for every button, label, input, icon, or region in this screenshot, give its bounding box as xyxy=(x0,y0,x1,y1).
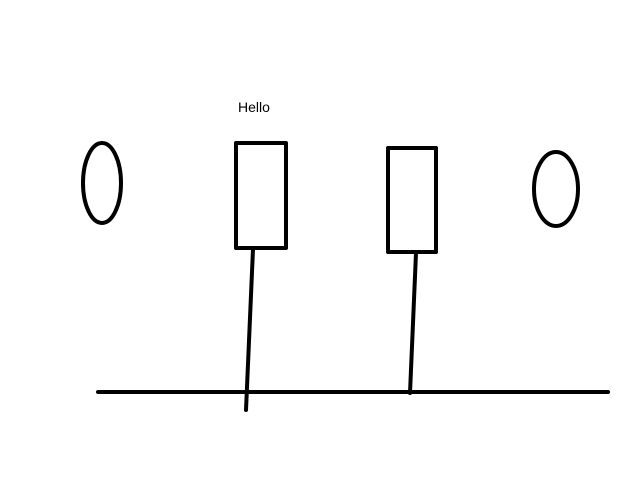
right-support-line xyxy=(408,251,418,395)
hello-label: Hello xyxy=(238,99,270,115)
right-rectangle xyxy=(386,146,438,254)
right-oval xyxy=(532,150,580,228)
left-oval xyxy=(81,141,123,225)
left-support-line xyxy=(244,247,255,412)
left-rectangle xyxy=(234,141,288,250)
